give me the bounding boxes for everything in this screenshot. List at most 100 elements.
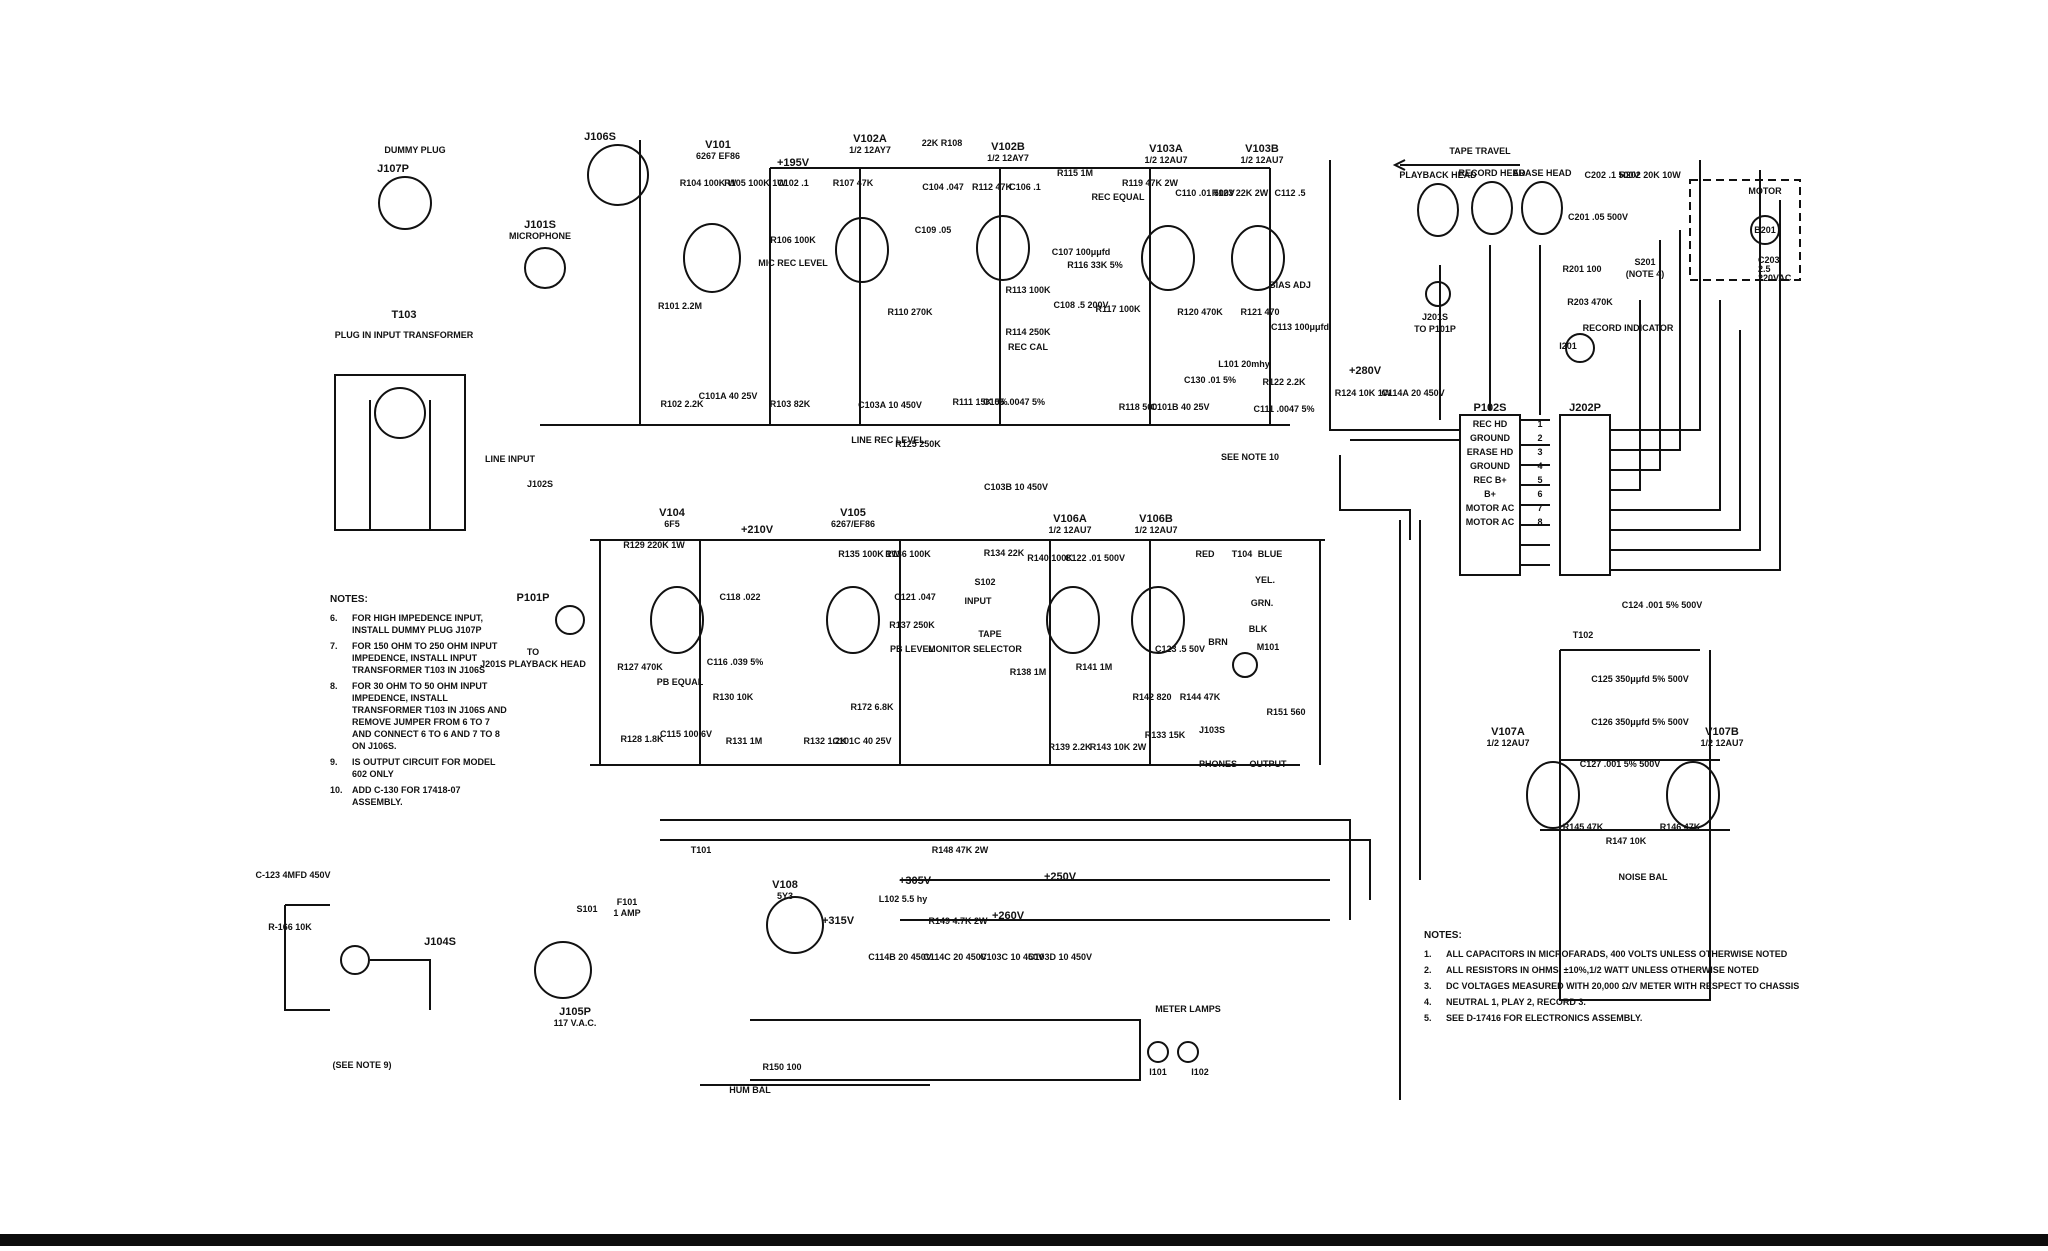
resistor-label: R111 15K 5% (952, 397, 1007, 407)
resistor-label: R103 82K (770, 399, 811, 409)
capacitor-label: C107 100μμfd (1052, 247, 1111, 257)
erase-head-label: ERASE HEAD (1512, 168, 1572, 178)
tape-label: TAPE (978, 629, 1001, 639)
plug-num: 8 (1537, 517, 1542, 527)
capacitor-label: C201 .05 500V (1568, 212, 1628, 222)
resistor-label: R134 22K (984, 548, 1025, 558)
tube-v107a-name: V107A (1491, 726, 1525, 738)
voltage-210v: +210V (741, 524, 774, 536)
resistor-label: R149 4.7K 2W (928, 916, 988, 926)
capacitor-label: C127 .001 5% 500V (1580, 759, 1661, 769)
note-number: 4. (1424, 997, 1432, 1007)
resistor-label: R135 100K 1W (838, 549, 900, 559)
lamp-label: I102 (1191, 1067, 1209, 1077)
record-indicator-lamp (1565, 333, 1595, 363)
capacitor-label: C125 350μμfd 5% 500V (1591, 674, 1689, 684)
connector-t103 (374, 387, 426, 439)
j107p-sub-label: DUMMY PLUG (384, 145, 445, 155)
wiring (334, 140, 1781, 1100)
resistor-label: R138 1M (1010, 667, 1047, 677)
note-text: ADD C-130 FOR 17418-07 ASSEMBLY. (352, 785, 461, 807)
resistor-label: R201 100 (1562, 264, 1601, 274)
j202p-block (1559, 414, 1611, 576)
plug-num: 6 (1537, 489, 1542, 499)
tape-travel-arrowhead (1392, 159, 1406, 171)
capacitor-label: C101A 40 25V (699, 391, 758, 401)
note-number: 9. (330, 757, 338, 767)
j105p-label: J105P (559, 1006, 591, 1018)
note-text: SEE D-17416 FOR ELECTRONICS ASSEMBLY. (1446, 1013, 1643, 1023)
capacitor-label: C109 .05 (915, 225, 952, 235)
lamp-label: I101 (1149, 1067, 1167, 1077)
see-note-9-label: (SEE NOTE 9) (332, 1060, 391, 1070)
scan-bottom-edge (0, 1234, 2048, 1246)
capacitor-label: C116 .039 5% (707, 657, 764, 667)
motor-c203-voltage: 220VAC (1758, 273, 1792, 283)
note-number: 5. (1424, 1013, 1432, 1023)
tube-v103a-name: V103A (1149, 143, 1183, 155)
tube-v102a (835, 217, 889, 283)
tube-v103b-name: V103B (1245, 143, 1279, 155)
line-input-label: LINE INPUT (485, 454, 536, 464)
motor-label: MOTOR (1748, 186, 1782, 196)
p101p-label: P101P (516, 592, 549, 604)
plug-row: MOTOR AC (1466, 517, 1515, 527)
input-label: INPUT (965, 596, 993, 606)
resistor-label: R203 470K (1567, 297, 1613, 307)
note-number: 2. (1424, 965, 1432, 975)
transformer-label: T101 (691, 845, 712, 855)
phones-label: PHONES (1199, 759, 1237, 769)
lamp-label: I201 (1559, 341, 1577, 351)
motor-b201-label: B201 (1754, 225, 1776, 235)
tube-v101-type: 6267 EF86 (696, 151, 740, 161)
resistor-label: R139 2.2K (1048, 742, 1092, 752)
voltage-280v: +280V (1349, 365, 1382, 377)
tube-v102a-name: V102A (853, 133, 887, 145)
j104s-label: J104S (424, 936, 456, 948)
resistor-label: R147 10K (1606, 836, 1647, 846)
playback-head-label: PLAYBACK HEAD (1399, 170, 1477, 180)
resistor-label: R133 15K (1145, 730, 1186, 740)
note-number: 8. (330, 681, 338, 691)
resistor-label: R132 1.2K (803, 736, 847, 746)
resistor-label: R202 20K 10W (1619, 170, 1681, 180)
tube-v104-name: V104 (659, 507, 686, 519)
resistor-label: R142 820 (1132, 692, 1171, 702)
s201-note-label: (NOTE 4) (1626, 269, 1665, 279)
motor-c203-value: 2.5 (1758, 264, 1771, 274)
hum-bal-label: HUM BAL (729, 1085, 771, 1095)
note-text: FOR 30 OHM TO 50 OHM INPUT IMPEDENCE, IN… (352, 681, 507, 751)
capacitor-label: C130 .01 5% (1184, 375, 1236, 385)
note-item: 9. IS OUTPUT CIRCUIT FOR MODEL 602 ONLY (330, 756, 508, 780)
p102s-block (1459, 414, 1521, 576)
voltage-315v: +315V (822, 915, 855, 927)
p101p-to-label: TO (527, 647, 539, 657)
playback-head (1417, 183, 1459, 237)
t103-label: T103 (391, 309, 416, 321)
resistor-label: R140 100K (1027, 553, 1073, 563)
capacitor-label: C124 .001 5% 500V (1622, 600, 1703, 610)
tape-heads (1392, 159, 1563, 237)
resistor-label: R101 2.2M (658, 301, 702, 311)
tube-envelopes (650, 215, 1720, 954)
note-text: NEUTRAL 1, PLAY 2, RECORD 3. (1446, 997, 1586, 1007)
connector-j201s (1425, 281, 1451, 307)
motor-b201 (1750, 215, 1780, 245)
resistor-label: R110 270K (887, 307, 933, 317)
note-number: 6. (330, 613, 338, 623)
t104-blk-label: BLK (1249, 624, 1268, 634)
resistor-label: R151 560 (1266, 707, 1305, 717)
capacitor-label: C105 .0047 5% (983, 397, 1045, 407)
tube-v103a-type: 1/2 12AU7 (1144, 155, 1187, 165)
resistor-label: R106 100K (770, 235, 816, 245)
output-inset (284, 904, 431, 1011)
monitor-selector-label: MONITOR SELECTOR (928, 644, 1022, 654)
capacitor-label: C103C 10 450V (980, 952, 1044, 962)
j101s-label: J101S (524, 219, 556, 231)
tube-v106b (1131, 586, 1185, 654)
capacitor-label: C106 .1 (1009, 182, 1041, 192)
tube-v103a (1141, 225, 1195, 291)
plug-num: 1 (1537, 419, 1542, 429)
